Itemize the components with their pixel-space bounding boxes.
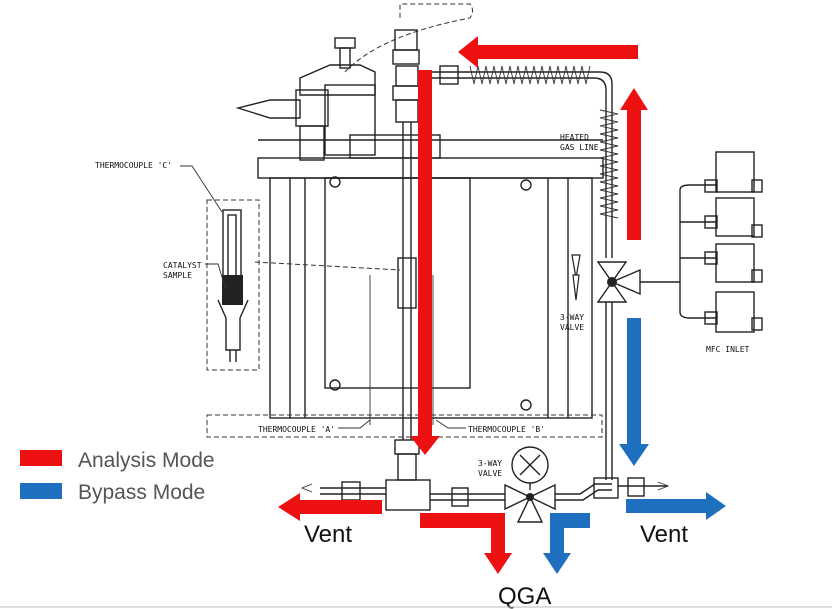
mfc-inlet-label: MFC INLET	[706, 345, 750, 354]
bypass-arrow-vent-bar	[626, 499, 708, 513]
thermocouple-b-leader	[435, 419, 466, 429]
analysis-arrow-up-head	[620, 88, 648, 110]
analysis-arrow-down-bar	[418, 70, 432, 438]
bypass-arrow-down-bar	[627, 318, 641, 446]
thermocouple-c-label: THERMOCOUPLE 'C'	[95, 161, 172, 170]
analysis-arrow-vent-head	[278, 493, 300, 521]
analysis-arrow-qga-elbow	[420, 513, 505, 555]
vent-right-label: Vent	[640, 521, 688, 548]
thermocouple-a-label: THERMOCOUPLE 'A'	[258, 425, 335, 434]
legend: Analysis Mode Bypass Mode	[20, 449, 215, 504]
thermocouple-c-leader	[180, 165, 223, 213]
analysis-arrow-top-bar	[478, 45, 638, 59]
central-tube-fittings	[392, 29, 420, 440]
three-way-valve-right-label-2: VALVE	[560, 323, 584, 332]
analysis-flow-arrows	[278, 36, 648, 574]
thermocouple-b-label: THERMOCOUPLE 'B'	[468, 425, 545, 434]
legend-swatch-bypass	[20, 483, 62, 499]
analysis-arrow-vent-bar	[298, 500, 382, 514]
furnace-body	[206, 134, 604, 438]
bypass-arrow-qga-elbow	[550, 513, 590, 555]
analysis-arrow-down-head	[410, 436, 440, 455]
catalyst-sample-inset	[206, 199, 260, 371]
bottom-piping	[300, 439, 670, 523]
qga-label: QGA	[498, 583, 551, 609]
bypass-arrow-vent-head	[706, 492, 726, 520]
three-way-valve-right-label-1: 3-WAY	[560, 313, 584, 322]
analysis-arrow-up-bar	[627, 108, 641, 240]
legend-swatch-analysis	[20, 450, 62, 466]
legend-label-bypass: Bypass Mode	[78, 481, 205, 504]
three-way-valve-bottom-label-2: VALVE	[478, 469, 502, 478]
bypass-flow-arrows	[543, 318, 726, 574]
vent-left-label: Vent	[304, 521, 352, 548]
heated-gas-line-label-1: HEATED	[560, 133, 589, 142]
analysis-arrow-qga-head	[484, 553, 512, 574]
thermocouple-a-leader	[338, 419, 371, 429]
three-way-valve-bottom-label-1: 3-WAY	[478, 459, 502, 468]
analysis-arrow-top-head	[458, 36, 478, 68]
catalyst-leader	[205, 263, 227, 291]
heated-gas-line	[418, 65, 619, 258]
legend-label-analysis: Analysis Mode	[78, 449, 215, 472]
catalyst-label-line1: CATALYST	[163, 261, 202, 270]
mfc-inlets	[679, 151, 763, 333]
top-handle-assembly	[235, 3, 473, 161]
heated-gas-line-label-2: GAS LINE	[560, 143, 599, 152]
catalyst-label-line2: SAMPLE	[163, 271, 192, 280]
bypass-arrow-qga-head	[543, 553, 571, 574]
bypass-arrow-down-head	[619, 444, 649, 466]
three-way-valve-right	[571, 254, 680, 480]
